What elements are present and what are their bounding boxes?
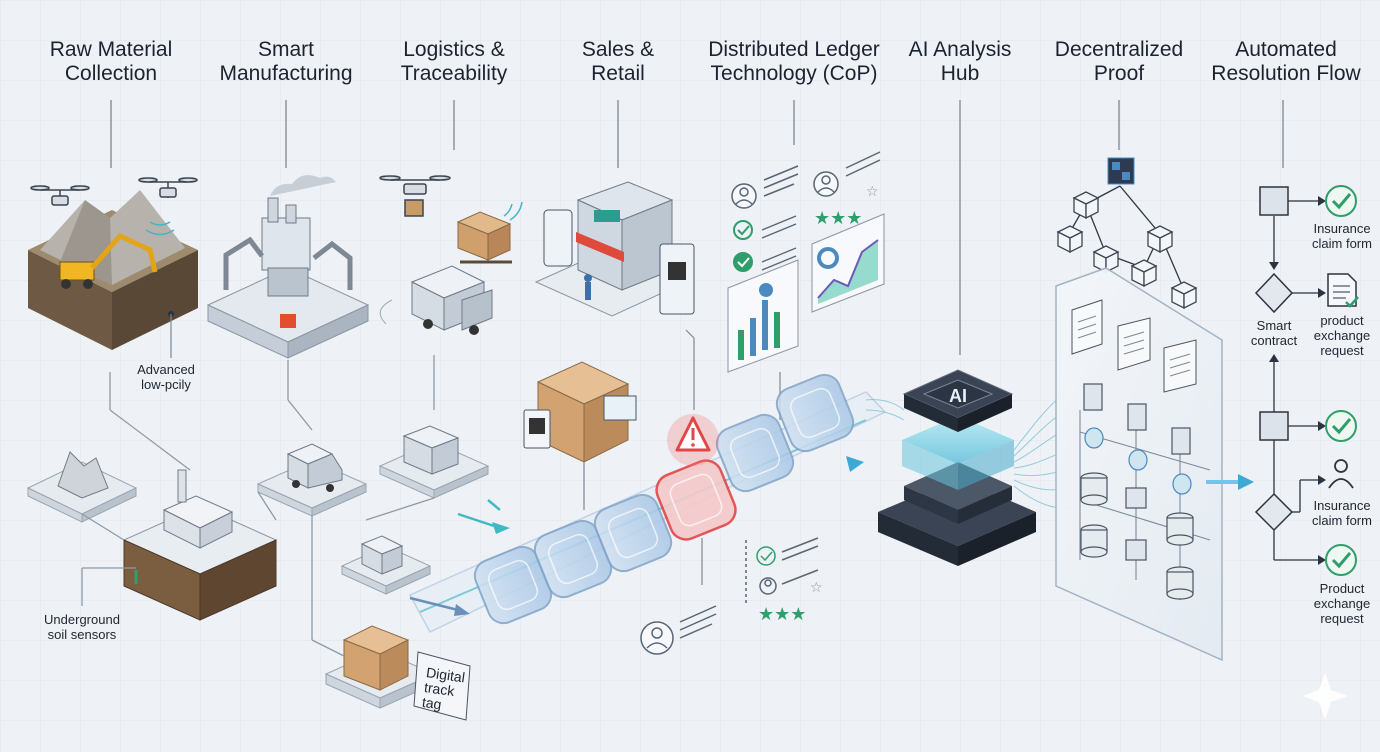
- star-rating-icon: ★★★: [758, 604, 806, 625]
- flow-arrowhead: [492, 522, 510, 534]
- process-step-box: [1259, 411, 1289, 441]
- star-empty-icon: ☆: [810, 580, 823, 596]
- chain-link: [593, 493, 673, 573]
- rock-platform: [26, 451, 138, 523]
- label-insurance-claim-1: Insurance claim form: [1312, 221, 1372, 251]
- small-box-platform: [340, 535, 432, 595]
- bottom-review-card: [745, 537, 819, 604]
- header-ai-hub: AI Analysis Hub: [908, 38, 1012, 85]
- process-step-box: [1259, 186, 1289, 216]
- retail-store-scene: [534, 181, 695, 317]
- node-cube: [1107, 157, 1135, 185]
- flow-arrow: [457, 512, 501, 530]
- signal-icon: [145, 221, 175, 236]
- star-rating-icon: ★★★ ☆: [814, 184, 879, 229]
- header-guide-lines: [110, 100, 1284, 355]
- label-product-exchange-1: product exchange request: [1313, 313, 1371, 358]
- ai-hub-stack: [878, 369, 1036, 566]
- ai-chip-label: AI: [949, 386, 967, 406]
- svg-text:★★★: ★★★: [814, 208, 862, 229]
- proof-panel: [1055, 267, 1223, 662]
- checkmark-icon: [1325, 544, 1357, 576]
- chain-link: [775, 373, 855, 453]
- pallet-box-icon: [456, 211, 512, 264]
- bar-chart-card: [727, 259, 799, 373]
- annotation-advanced-low-poly: Advanced low-pcily: [137, 362, 195, 392]
- tag-box-platform: [324, 625, 471, 721]
- motion-lines: [379, 299, 393, 325]
- store-platform: [378, 425, 490, 499]
- soil-factory-platform: [122, 469, 278, 621]
- delivery-drone-icon: [379, 175, 451, 217]
- flow-arrowheads: [1269, 196, 1326, 565]
- ledger-profile-card: [731, 165, 799, 209]
- decision-diamond: [1254, 492, 1294, 532]
- quarry-scene: [28, 190, 198, 350]
- header-decentralized: Decentralized Proof: [1054, 38, 1184, 85]
- checkmark-icon: [733, 220, 753, 240]
- user-profile-icon: [640, 605, 717, 655]
- checkmark-icon: [1325, 410, 1357, 442]
- header-resolution: Automated Resolution Flow: [1211, 38, 1361, 85]
- checkmark-icon: [733, 252, 753, 272]
- flow-arrowhead: [846, 456, 864, 472]
- header-smart-manufacturing: Smart Manufacturing: [219, 38, 353, 85]
- area-chart-card: [811, 213, 885, 313]
- text-lines-icon: [761, 215, 797, 271]
- annotation-digital-tag: Digital track tag: [421, 664, 467, 713]
- checkmark-icon: [1325, 185, 1357, 217]
- node-cubes: [1056, 191, 1198, 310]
- drone-icon: [138, 177, 198, 198]
- signal-icon: [503, 201, 523, 221]
- flow-arrow: [487, 499, 501, 511]
- user-icon: [1328, 459, 1354, 489]
- label-product-exchange-2: Product exchange request: [1313, 581, 1371, 626]
- flow-arrowhead: [1238, 474, 1254, 490]
- document-check-icon: [1327, 273, 1359, 308]
- header-logistics: Logistics & Traceability: [400, 38, 508, 85]
- header-ledger: Distributed Ledger Technology (CoP): [708, 38, 880, 85]
- label-smart-contract: Smart contract: [1250, 318, 1298, 348]
- drone-icon: [30, 185, 90, 206]
- label-insurance-claim-2: Insurance claim form: [1312, 498, 1372, 528]
- truck-platform: [256, 443, 368, 517]
- profile-rating-card: [813, 151, 881, 197]
- callout-line: [685, 329, 695, 339]
- svg-text:☆: ☆: [866, 184, 879, 200]
- flow-arrow: [409, 596, 459, 612]
- decision-diamond: [1254, 272, 1294, 314]
- platform-connectors: [81, 355, 435, 657]
- sparkle-icon: [1302, 672, 1348, 720]
- header-sales: Sales & Retail: [581, 38, 655, 85]
- annotation-soil-sensors: Underground soil sensors: [44, 612, 120, 642]
- chain-link: [715, 413, 795, 493]
- truck-icon: [410, 265, 493, 335]
- header-raw-material: Raw Material Collection: [49, 38, 173, 85]
- chain-link-alert: [655, 459, 737, 541]
- smart-factory-scene: [206, 175, 370, 359]
- flow-arrowhead: [454, 604, 470, 616]
- warning-icon: [667, 414, 719, 466]
